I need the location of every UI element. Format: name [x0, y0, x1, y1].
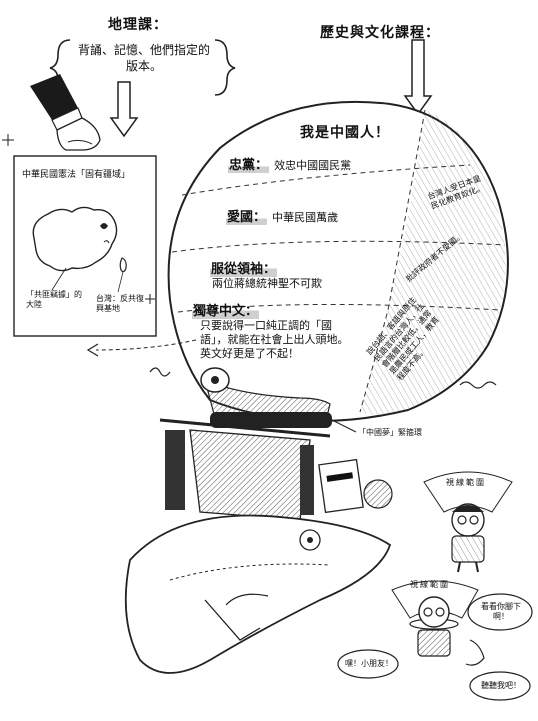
leader-row: 服從領袖： 兩位蔣總統神聖不可欺 [210, 258, 370, 291]
vision-cone-1 [423, 471, 513, 513]
vision-label-1: 視線範圍 [446, 478, 486, 487]
doc-mainland-label: 「共匪竊據」的大陸 [26, 290, 82, 309]
child-2-body [417, 629, 451, 657]
chinese-row: 獨尊中文： 只要說得一口純正調的「國語」，就能在社會上出人頭地。英文好更是了不起… [192, 300, 358, 361]
bubble-look-text: 看看你腳下啊！ [481, 602, 521, 621]
sparkle-icon-2 [145, 294, 155, 304]
bubble-listen-shape [469, 671, 531, 701]
constitution-paper [13, 155, 157, 337]
china-dream-label: 「中國夢」緊箍環 [358, 428, 422, 437]
hand [56, 117, 101, 151]
mainland-map [32, 206, 118, 272]
love-heading: 愛國： [226, 210, 268, 225]
doc-taiwan-label: 台灣：反共復興基地 [96, 294, 144, 313]
china-dream-ring [210, 412, 332, 428]
chinese-heading: 獨尊中文： [192, 300, 260, 319]
love-row: 愛國： 中華民國萬歲 [226, 206, 338, 225]
geo-title: 地理課： [108, 17, 168, 33]
right-bracket [214, 39, 236, 96]
gondola [189, 429, 311, 521]
leader-text: 兩位蔣總統神聖不可欺 [212, 277, 322, 290]
geo-arrow [109, 81, 139, 138]
bubble-look-shape [467, 593, 533, 631]
child-2-head [418, 596, 450, 628]
love-text: 中華民國萬歲 [272, 211, 339, 224]
chinese-text: 只要說得一口純正調的「國語」，就能在社會上出人頭地。英文好更是了不起！ [200, 319, 349, 360]
sparkle-icon [2, 134, 14, 146]
geo-caption: 背誦、記憶、他們指定的版本。 [77, 43, 210, 73]
sunglasses-person [318, 458, 364, 514]
loyalty-heading: 忠黨： [228, 158, 270, 173]
history-arrow [403, 39, 433, 116]
bubble-hey-text: 嘿！小朋友！ [345, 659, 393, 668]
bubble-listen-text: 聽聽我吧！ [481, 681, 521, 690]
child-1-body [451, 535, 485, 563]
suit-sleeve [30, 74, 78, 120]
bubble-hey-shape [337, 649, 399, 679]
round-creature [363, 479, 393, 509]
loyalty-text: 效忠中國國民黨 [274, 159, 352, 172]
taiwan-map [119, 257, 127, 273]
vision-label-2: 視線範圍 [410, 580, 450, 589]
leader-heading: 服從領袖： [210, 258, 278, 277]
history-title: 歷史與文化課程： [320, 25, 440, 41]
doc-title: 中華民國憲法「固有疆域」 [22, 170, 131, 180]
loyalty-row: 忠黨： 效忠中國國民黨 [228, 154, 351, 173]
balloon-top-text: 我是中國人！ [300, 125, 390, 141]
